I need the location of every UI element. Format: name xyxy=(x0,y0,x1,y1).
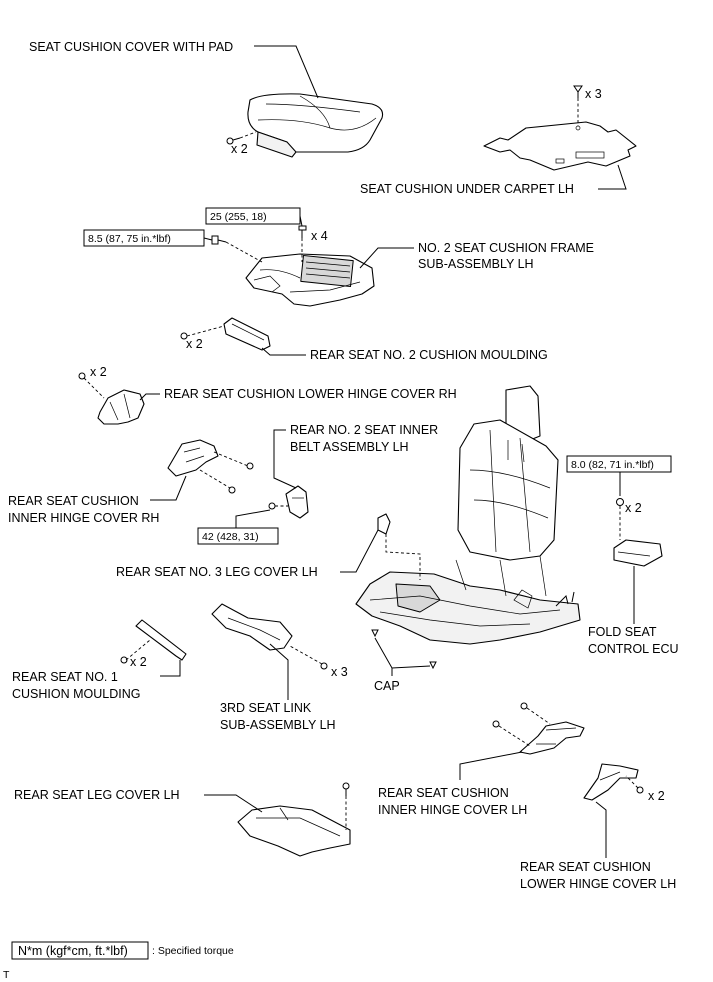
label-no1-moulding-line1: REAR SEAT NO. 1 xyxy=(12,670,118,684)
cover-screw-qty: x 2 xyxy=(231,142,248,156)
label-link-line1: 3RD SEAT LINK xyxy=(220,701,312,715)
label-frame-line2: SUB-ASSEMBLY LH xyxy=(418,257,534,271)
label-inner-hinge-rh-line2: INNER HINGE COVER RH xyxy=(8,511,159,525)
hinge-lh-qty: x 2 xyxy=(648,789,665,803)
hinge-rh-screw-icon xyxy=(78,372,86,380)
no1-moulding-illustration xyxy=(135,619,187,661)
svg-text:8.5 (87, 75 in.*lbf): 8.5 (87, 75 in.*lbf) xyxy=(88,233,171,245)
torque-legend: N*m (kgf*cm, ft.*lbf) : Specified torque xyxy=(11,941,234,960)
inner-hinge-cover-rh-illustration xyxy=(167,439,219,477)
legend-text: : Specified torque xyxy=(152,945,234,957)
label-inner-hinge-rh-line1: REAR SEAT CUSHION xyxy=(8,494,139,508)
frame-side-bolt-icon xyxy=(211,235,227,245)
seat-cushion-cover-illustration xyxy=(247,93,384,158)
label-lower-hinge-lh-line2: LOWER HINGE COVER LH xyxy=(520,877,676,891)
label-inner-belt-line2: BELT ASSEMBLY LH xyxy=(290,440,409,454)
legend-unit: N*m (kgf*cm, ft.*lbf) xyxy=(18,944,128,958)
label-fold-ecu-line1: FOLD SEAT xyxy=(588,625,657,639)
label-no1-moulding-line2: CUSHION MOULDING xyxy=(12,687,140,701)
torque-box-frame-top: 25 (255, 18) xyxy=(205,207,301,225)
label-inner-hinge-lh-line1: REAR SEAT CUSHION xyxy=(378,786,509,800)
label-fold-ecu-line2: CONTROL ECU xyxy=(588,642,679,656)
label-cap: CAP xyxy=(374,679,400,693)
no2-moulding-illustration xyxy=(223,317,271,351)
belt-bolt-icon xyxy=(268,502,276,510)
label-inner-hinge-lh-line2: INNER HINGE COVER LH xyxy=(378,803,527,817)
leg-cover-clip-icon xyxy=(342,782,350,796)
no1-moulding-qty: x 2 xyxy=(130,655,147,669)
lower-hinge-cover-lh-illustration xyxy=(583,763,639,801)
label-leg-cover-lh: REAR SEAT LEG COVER LH xyxy=(14,788,180,802)
svg-text:25 (255, 18): 25 (255, 18) xyxy=(210,211,267,223)
no2-moulding-qty: x 2 xyxy=(186,337,203,351)
ecu-nut-icon xyxy=(616,498,624,506)
corner-mark: T xyxy=(3,969,10,981)
inner-hinge-cover-lh-illustration xyxy=(519,721,585,755)
label-frame-line1: NO. 2 SEAT CUSHION FRAME xyxy=(418,241,594,255)
link-screw-qty: x 3 xyxy=(331,665,348,679)
seat-link-illustration xyxy=(211,603,293,651)
label-inner-belt-line1: REAR NO. 2 SEAT INNER xyxy=(290,423,438,437)
lower-hinge-cover-rh-illustration xyxy=(97,389,145,425)
cap-icons xyxy=(371,629,437,670)
carpet-clip-qty: x 3 xyxy=(585,87,602,101)
hinge-rh-qty: x 2 xyxy=(90,365,107,379)
no1-moulding-screw-icon xyxy=(120,656,128,664)
leg-cover-lh-illustration xyxy=(237,805,351,857)
under-carpet-illustration xyxy=(483,121,637,171)
label-under-carpet: SEAT CUSHION UNDER CARPET LH xyxy=(360,182,574,196)
frame-bolt-qty: x 4 xyxy=(311,229,328,243)
label-seat-cushion-cover: SEAT CUSHION COVER WITH PAD xyxy=(29,40,233,54)
svg-text:8.0 (82, 71 in.*lbf): 8.0 (82, 71 in.*lbf) xyxy=(571,459,654,471)
label-lower-hinge-lh-line1: REAR SEAT CUSHION xyxy=(520,860,651,874)
no3-leg-cover-part-icon xyxy=(377,513,391,535)
label-no3-leg-cover: REAR SEAT NO. 3 LEG COVER LH xyxy=(116,565,318,579)
inner-hinge-rh-screw-icons xyxy=(228,462,254,494)
fold-ecu-illustration xyxy=(613,539,663,567)
cover-screw-icon xyxy=(226,137,241,145)
inner-belt-illustration xyxy=(285,485,309,519)
carpet-clip-icon xyxy=(573,85,583,98)
hinge-lh-screw-icon xyxy=(636,786,644,794)
frame-top-bolt-icon xyxy=(298,225,307,238)
svg-text:42 (428, 31): 42 (428, 31) xyxy=(202,531,259,543)
label-no2-moulding: REAR SEAT NO. 2 CUSHION MOULDING xyxy=(310,348,548,362)
torque-box-frame-side: 8.5 (87, 75 in.*lbf) xyxy=(83,229,205,247)
seat-frame-illustration xyxy=(355,555,581,645)
cushion-frame-illustration xyxy=(245,253,375,307)
torque-box-belt: 42 (428, 31) xyxy=(197,527,279,545)
seat-back-illustration xyxy=(457,385,559,561)
torque-box-ecu: 8.0 (82, 71 in.*lbf) xyxy=(566,455,672,473)
inner-hinge-lh-screw-icons xyxy=(492,702,528,728)
label-lower-hinge-cover-rh: REAR SEAT CUSHION LOWER HINGE COVER RH xyxy=(164,387,457,401)
label-link-line2: SUB-ASSEMBLY LH xyxy=(220,718,336,732)
ecu-nut-qty: x 2 xyxy=(625,501,642,515)
link-screw-icon xyxy=(320,662,328,670)
